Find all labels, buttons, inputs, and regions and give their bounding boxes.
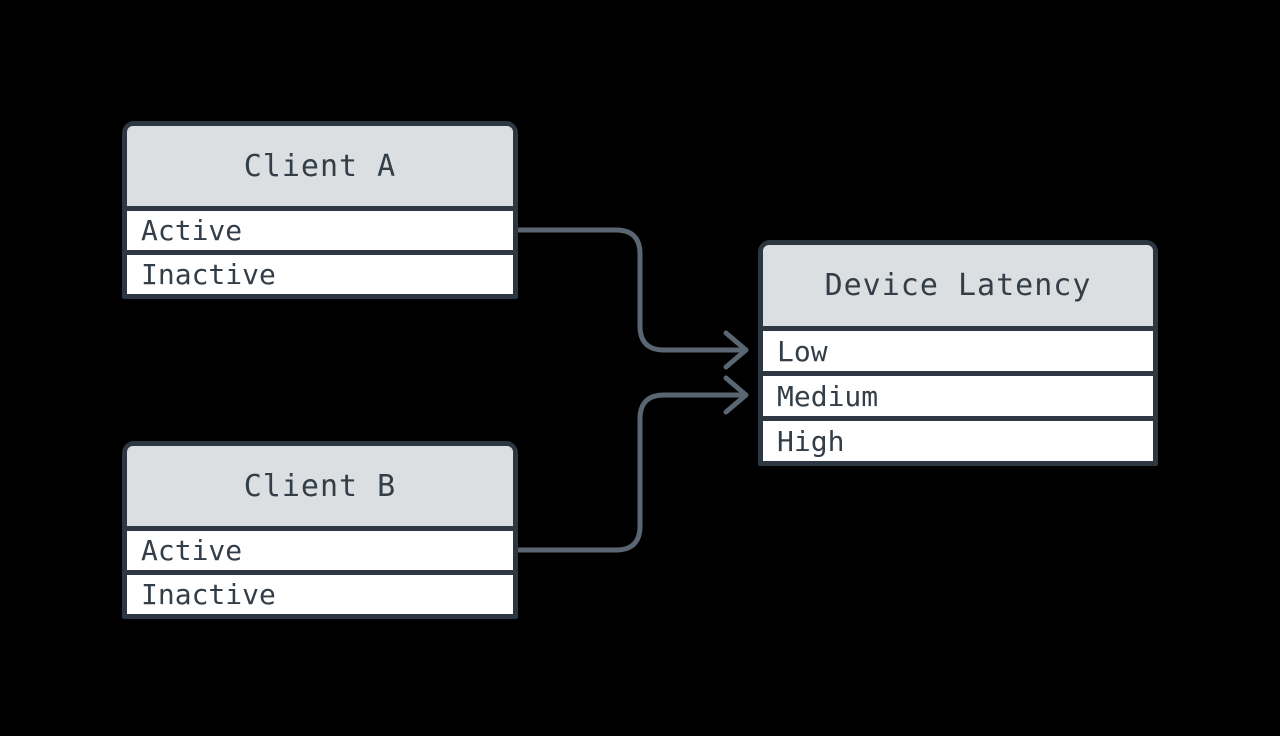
edge-client-a-active-to-low (518, 227, 749, 370)
node-client-a-row-active: Active (127, 206, 513, 250)
arrowhead-icon (723, 375, 749, 415)
node-client-b-title: Client B (127, 446, 513, 526)
edge-client-b-active-to-medium (518, 375, 749, 553)
edge-line (518, 227, 742, 353)
edge-line (518, 392, 742, 553)
node-device-latency-row-low: Low (763, 326, 1153, 371)
node-device-latency-title: Device Latency (763, 245, 1153, 326)
node-client-b: Client B Active Inactive (122, 441, 518, 619)
node-client-a: Client A Active Inactive (122, 121, 518, 299)
node-device-latency: Device Latency Low Medium High (758, 240, 1158, 466)
node-client-a-row-inactive: Inactive (127, 250, 513, 294)
node-device-latency-row-high: High (763, 416, 1153, 461)
arrowhead-icon (723, 330, 749, 370)
node-device-latency-row-medium: Medium (763, 371, 1153, 416)
node-client-b-row-active: Active (127, 526, 513, 570)
node-client-b-row-inactive: Inactive (127, 570, 513, 614)
node-client-a-title: Client A (127, 126, 513, 206)
